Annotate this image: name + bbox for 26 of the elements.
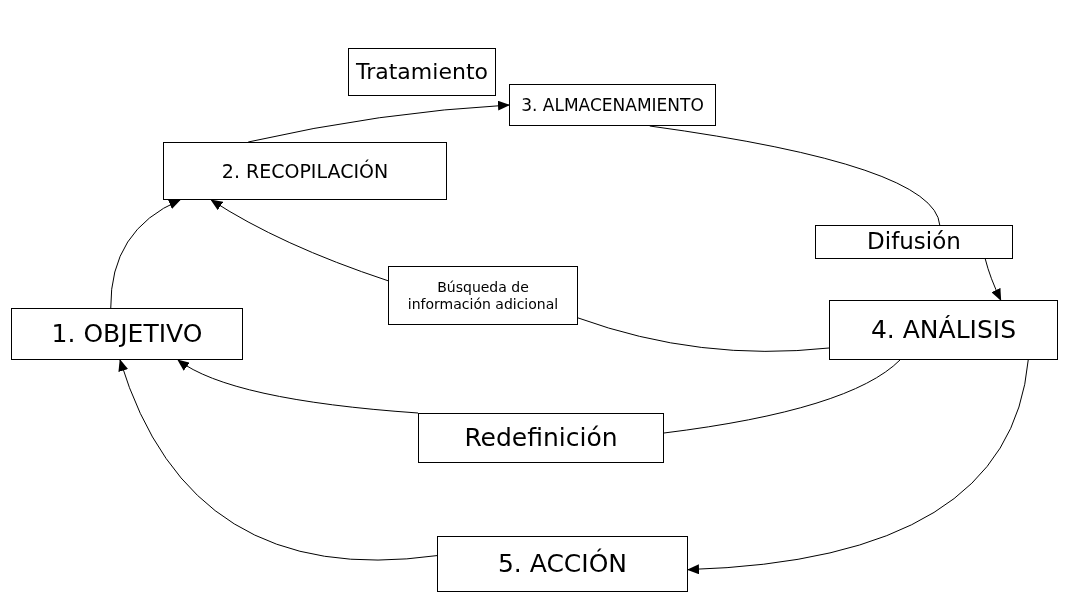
- process-box: [348, 48, 496, 96]
- arrow: [177, 359, 419, 414]
- arrow: [119, 359, 438, 561]
- box-label: 2. RECOPILACIÓN: [221, 159, 389, 183]
- process-box: [388, 266, 578, 325]
- box-label: 4. ANÁLISIS: [870, 315, 1017, 345]
- box-label: Búsqueda de información adicional: [406, 278, 560, 313]
- arrow: [984, 258, 1002, 301]
- box-label: 5. ACCIÓN: [497, 549, 628, 579]
- process-box: [829, 300, 1058, 360]
- connector-line: [663, 359, 901, 434]
- box-label: 1. OBJETIVO: [51, 319, 203, 349]
- process-box: [437, 536, 688, 592]
- process-box: [163, 142, 447, 200]
- arrow: [110, 199, 181, 309]
- arrow: [687, 359, 1029, 574]
- process-box: [418, 413, 664, 463]
- box-label: Difusión: [867, 228, 961, 256]
- process-box: [815, 225, 1013, 259]
- connector-line: [577, 317, 830, 352]
- process-box: [11, 308, 243, 360]
- box-label: Tratamiento: [356, 58, 488, 86]
- process-box: [509, 84, 716, 126]
- box-label: 3. ALMACENAMIENTO: [521, 94, 704, 116]
- box-label: Redefinición: [464, 423, 618, 453]
- arrow: [210, 199, 389, 282]
